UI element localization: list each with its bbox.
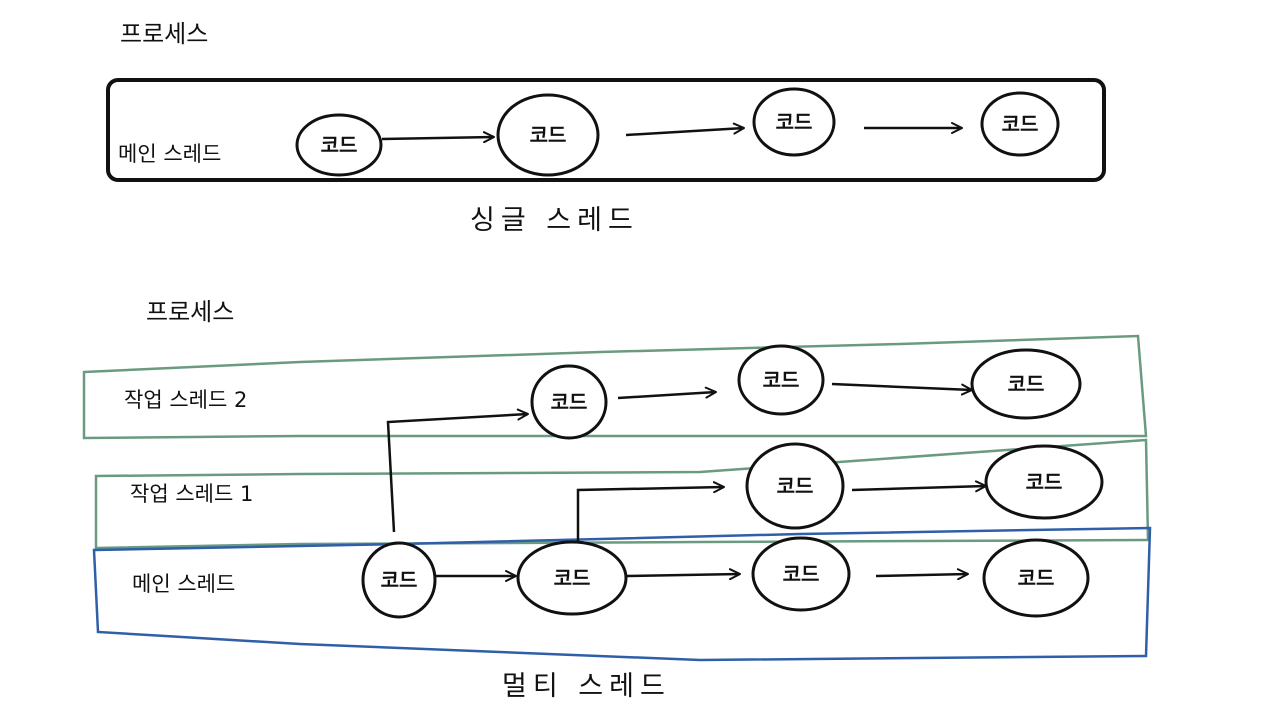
single-node-4: 코드	[980, 91, 1060, 157]
main-node-1: 코드	[361, 541, 437, 619]
worker1-node-2-label: 코드	[1026, 470, 1063, 494]
main-node-3: 코드	[751, 536, 851, 612]
worker-thread-2-label: 작업 스레드 2	[124, 388, 248, 412]
worker1-node-1-label: 코드	[777, 474, 814, 498]
spawn-worker-2-connector	[386, 408, 529, 533]
worker2-arrow-2	[831, 382, 973, 396]
spawn-worker-1-connector	[576, 481, 725, 546]
worker1-node-1: 코드	[745, 442, 845, 530]
main-node-3-label: 코드	[783, 562, 820, 586]
single-arrow-1	[381, 131, 495, 144]
single-main-thread-label: 메인 스레드	[118, 142, 222, 166]
single-node-3: 코드	[752, 87, 836, 157]
worker-thread-2-box	[82, 334, 1148, 440]
single-node-2-label: 코드	[530, 123, 567, 147]
worker-thread-1-label: 작업 스레드 1	[130, 482, 254, 506]
single-node-2: 코드	[496, 93, 600, 177]
worker-thread-1-box	[94, 438, 1150, 550]
single-process-title: 프로세스	[120, 20, 209, 48]
main-arrow-2	[625, 568, 741, 581]
worker2-node-2-label: 코드	[763, 368, 800, 392]
multi-thread-caption: 멀티 스레드	[502, 671, 671, 702]
worker2-node-1: 코드	[530, 364, 608, 440]
worker2-node-3-label: 코드	[1008, 372, 1045, 396]
single-node-1: 코드	[295, 113, 383, 177]
worker1-node-2: 코드	[984, 444, 1104, 520]
worker2-node-1-label: 코드	[551, 390, 588, 414]
main-thread-box	[92, 526, 1152, 662]
multi-main-thread-label: 메인 스레드	[132, 572, 236, 596]
main-node-4-label: 코드	[1018, 566, 1055, 590]
single-node-4-label: 코드	[1002, 112, 1039, 136]
main-node-2-label: 코드	[554, 566, 591, 590]
worker1-arrow-1	[851, 480, 987, 493]
main-node-1-label: 코드	[381, 568, 418, 592]
main-arrow-3	[875, 568, 969, 581]
worker2-node-2: 코드	[737, 344, 825, 416]
single-arrow-2	[625, 122, 745, 137]
single-thread-caption: 싱글 스레드	[470, 205, 639, 236]
main-node-2: 코드	[516, 540, 628, 616]
multi-process-title: 프로세스	[146, 298, 235, 326]
main-node-4: 코드	[982, 538, 1090, 618]
worker2-arrow-1	[617, 386, 717, 400]
single-node-1-label: 코드	[321, 133, 358, 157]
single-node-3-label: 코드	[776, 110, 813, 134]
single-process-box	[106, 78, 1106, 182]
worker2-node-3: 코드	[970, 348, 1082, 420]
